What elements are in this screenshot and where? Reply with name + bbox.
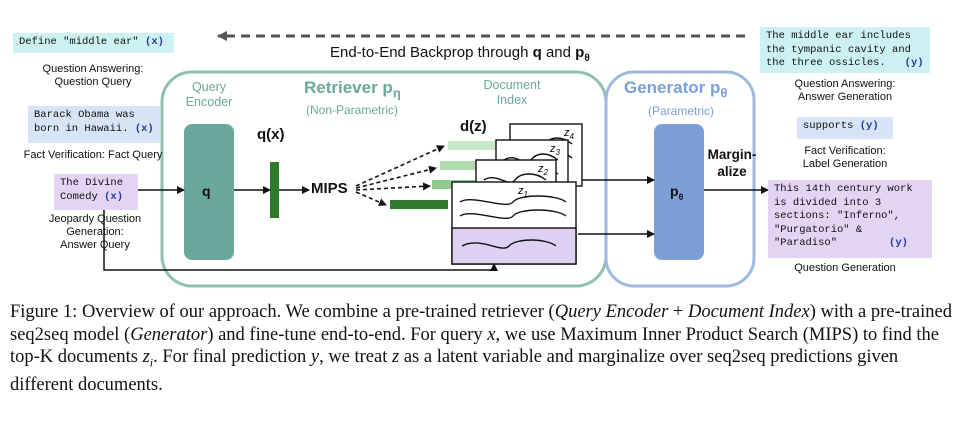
document-label-3: z3: [549, 143, 561, 157]
document-label-2: z2: [537, 163, 549, 177]
mips-arrow-2: [355, 165, 437, 189]
output-box-fact: supports (y): [797, 117, 893, 139]
document-label-4: z4: [563, 127, 575, 141]
input-caption-fact: Fact Verification: Fact Query: [23, 149, 163, 161]
query-encoder-block: [184, 124, 234, 260]
document-1: z1: [451, 181, 577, 265]
mips-label: MIPS: [311, 180, 348, 197]
output-box-jeopardy: This 14th century work is divided into 3…: [768, 180, 932, 258]
query-encoder-label: Query Encoder: [185, 80, 233, 109]
doc-vector-3: [440, 161, 498, 170]
backprop-text: End-to-End Backprop through: [330, 44, 533, 61]
mips-arrow-1: [355, 145, 445, 187]
input-box-jeopardy: The Divine Comedy (x): [54, 174, 138, 210]
mips-arrow-4: [355, 191, 387, 206]
query-encoder-q: q: [202, 183, 211, 199]
output-caption-fact: Fact Verification: Label Generation: [802, 145, 888, 170]
generator-title: Generator pθ: [624, 78, 728, 101]
document-index-label: Document Index: [483, 78, 541, 107]
input-caption-jeopardy: Jeopardy Question Generation: Answer Que…: [48, 213, 142, 251]
input-box-qa: Define "middle ear" (x): [13, 33, 174, 53]
generator-subtitle: (Parametric): [648, 104, 715, 118]
retriever-subtitle: (Non-Parametric): [306, 103, 399, 117]
output-caption-qgen: Question Generation: [794, 262, 896, 274]
dz-label: d(z): [460, 118, 487, 135]
retriever-title: Retriever pη: [304, 78, 401, 101]
query-bypass-line: [103, 197, 498, 271]
backprop-q: q: [532, 44, 542, 61]
query-vector-bar: [270, 162, 279, 218]
generator-block: [654, 124, 704, 260]
backprop-p: pθ: [575, 44, 590, 64]
backprop-label: End-to-End Backprop through q and pθ: [330, 44, 590, 64]
generator-frame: [604, 70, 756, 288]
generator-block-label: pθ: [670, 183, 684, 202]
doc-vector-4: [448, 141, 506, 150]
doc-vector-1: [390, 200, 448, 209]
input-box-fact: Barack Obama was born in Hawaii. (x): [28, 106, 160, 143]
figure-caption: Figure 1: Overview of our approach. We c…: [10, 302, 952, 396]
qx-label: q(x): [257, 126, 285, 143]
mips-arrow-3: [355, 182, 431, 191]
document-label-1: z1: [517, 185, 528, 199]
output-caption-qa: Question Answering: Answer Generation: [794, 78, 896, 103]
marginalize-label: Margin- alize: [707, 147, 757, 179]
input-caption-qa: Question Answering: Question Query: [42, 63, 144, 88]
backprop-and: and: [541, 44, 576, 61]
output-box-qa: The middle ear includes the tympanic cav…: [760, 27, 930, 73]
